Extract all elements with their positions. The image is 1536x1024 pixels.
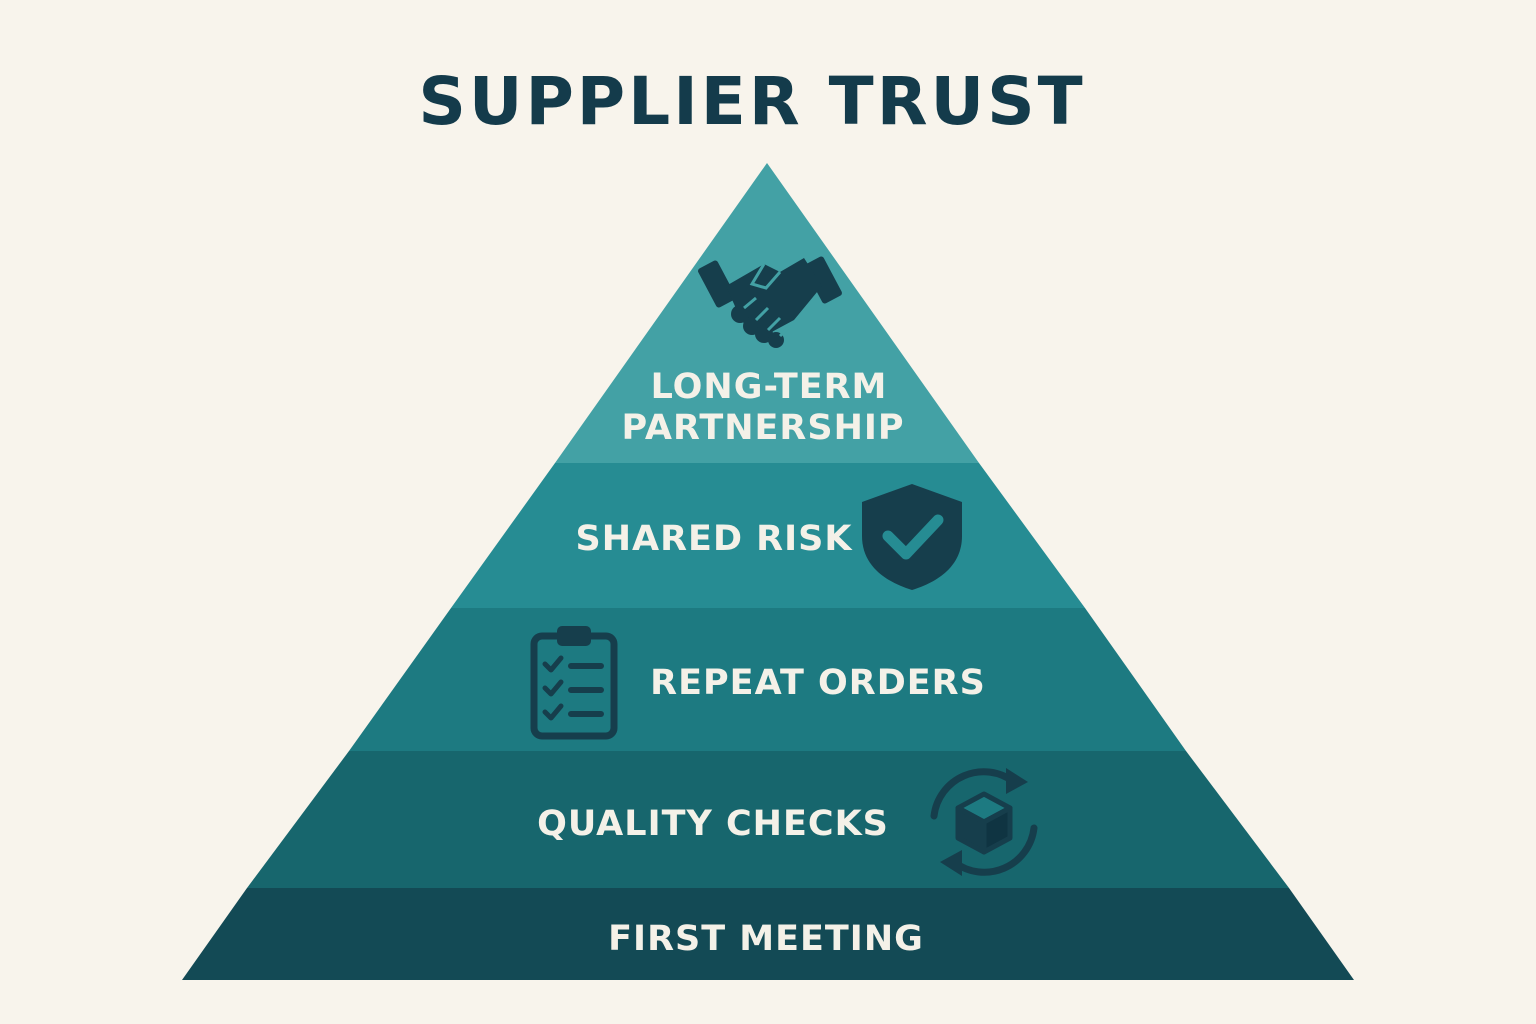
tier-label-repeat-orders: REPEAT ORDERS	[650, 663, 986, 703]
clipboard-checklist-icon	[530, 626, 618, 740]
handshake-icon	[698, 256, 842, 348]
tier-label-shared-risk: SHARED RISK	[576, 519, 854, 559]
tier-label-long-term-partnership: LONG-TERM	[651, 367, 888, 407]
tier-band-first-meeting	[182, 888, 1354, 980]
shield-check-icon	[862, 484, 962, 590]
tier-label-quality-checks: QUALITY CHECKS	[537, 804, 889, 844]
tier-label-long-term-partnership-line2: PARTNERSHIP	[621, 408, 904, 448]
tier-label-first-meeting: FIRST MEETING	[608, 919, 924, 959]
box-cycle-icon	[930, 768, 1038, 876]
tier-band-quality-checks	[247, 751, 1289, 888]
diagram-title: SUPPLIER TRUST	[418, 63, 1085, 140]
